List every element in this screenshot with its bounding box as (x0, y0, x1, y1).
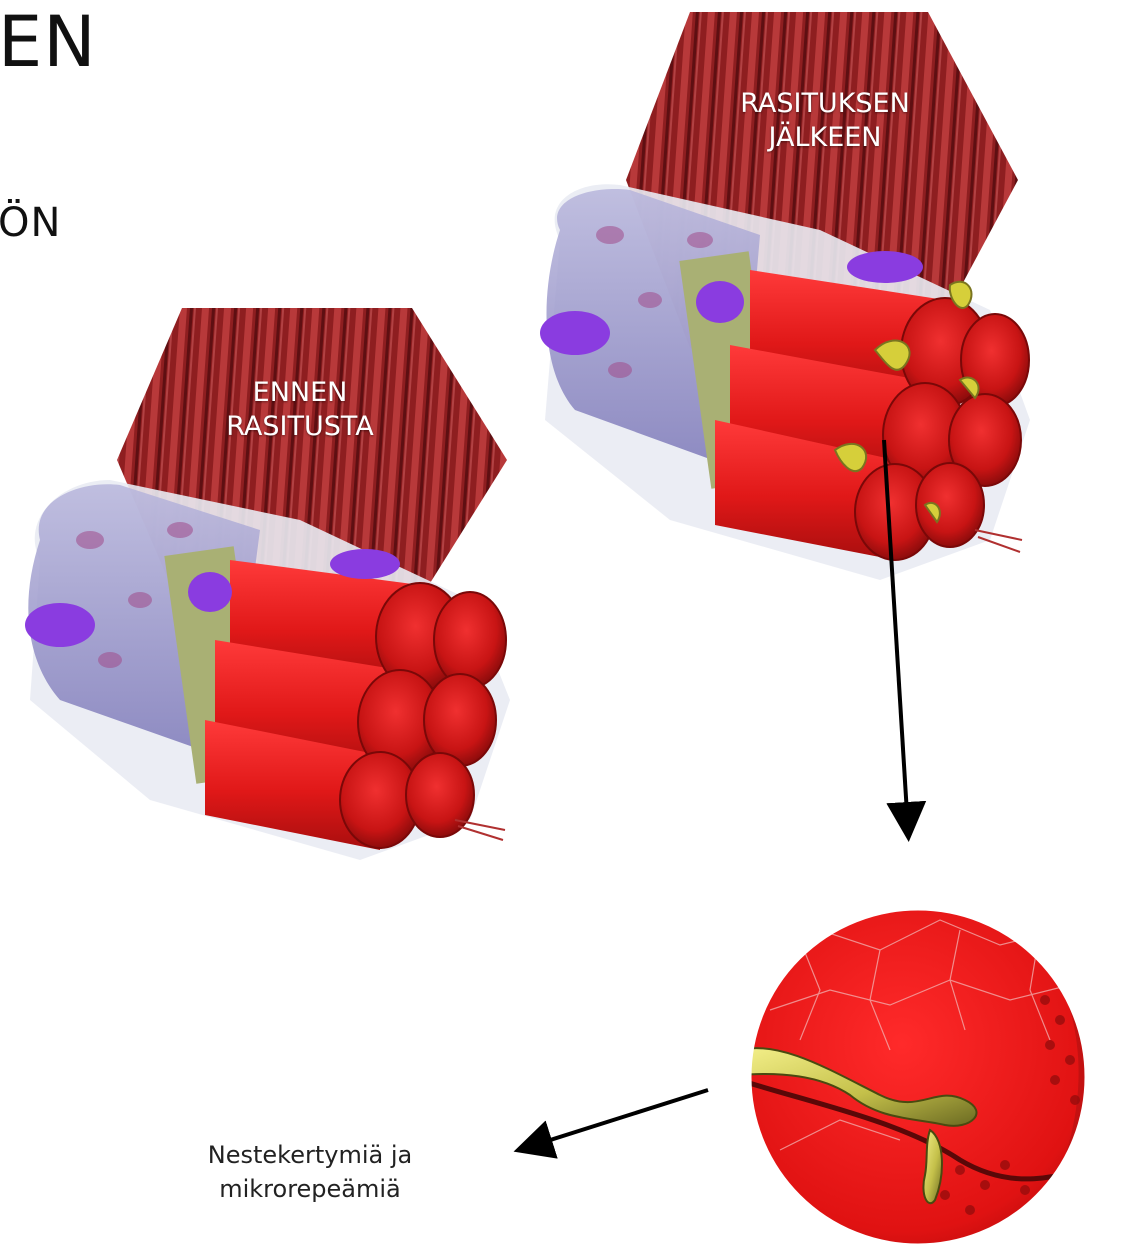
label-before-line1: ENNEN (190, 376, 410, 410)
zoom-detail-circle (740, 900, 1100, 1250)
zoom-caption-line1: Nestekertymiä ja (150, 1138, 470, 1172)
label-before-line2: RASITUSTA (190, 410, 410, 444)
label-after-line2: JÄLKEEN (710, 121, 940, 155)
label-after-strain: RASITUKSEN JÄLKEEN (710, 87, 940, 155)
arrow-to-caption (525, 1090, 708, 1148)
label-before-strain: ENNEN RASITUSTA (190, 376, 410, 444)
label-after-line1: RASITUKSEN (710, 87, 940, 121)
zoom-caption-line2: mikrorepeämiä (150, 1172, 470, 1206)
zoom-caption: Nestekertymiä ja mikrorepeämiä (150, 1138, 470, 1206)
